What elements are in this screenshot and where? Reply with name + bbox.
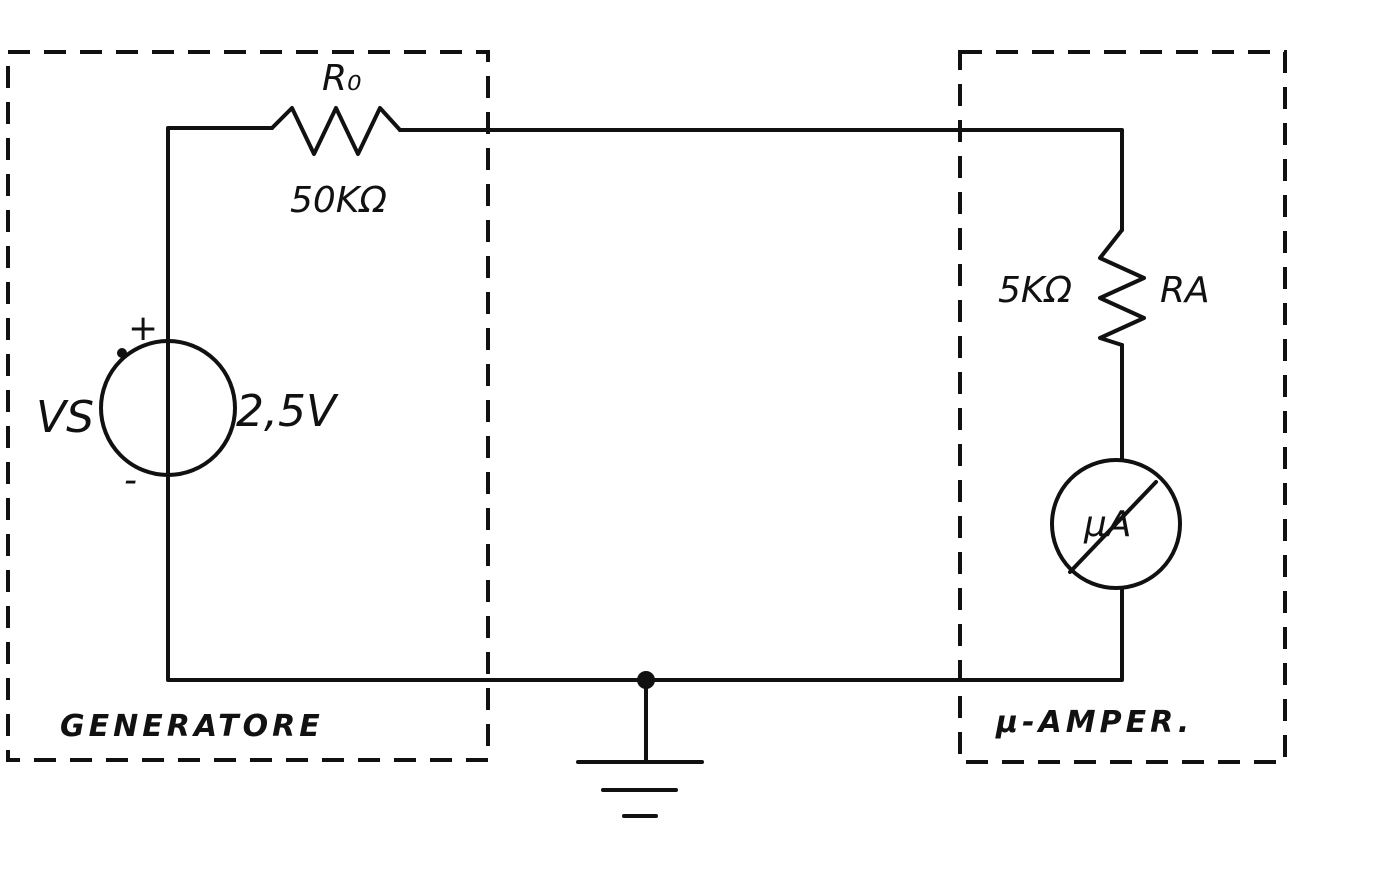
voltage-source (99, 339, 237, 477)
generator-box (6, 50, 490, 762)
r0-name-label: R₀ (322, 58, 361, 99)
microammeter-box (958, 50, 1287, 764)
source-name-label: VS (36, 392, 94, 443)
ground-symbol (576, 671, 704, 818)
resistor-ra (1098, 228, 1146, 347)
microammeter (1050, 458, 1182, 590)
meter-label: μA (1083, 504, 1132, 545)
meter-box-label: μ-AMPER. (995, 705, 1193, 740)
source-value-label: 2,5V (236, 386, 339, 437)
plus-sign: + (128, 308, 158, 349)
minus-sign: - (124, 460, 137, 501)
ra-name-label: RA (1160, 270, 1210, 311)
r0-value-label: 50KΩ (290, 180, 387, 221)
resistor-r0 (270, 106, 402, 156)
ra-value-label: 5KΩ (998, 270, 1073, 311)
generator-box-label: GENERATORE (60, 709, 324, 744)
